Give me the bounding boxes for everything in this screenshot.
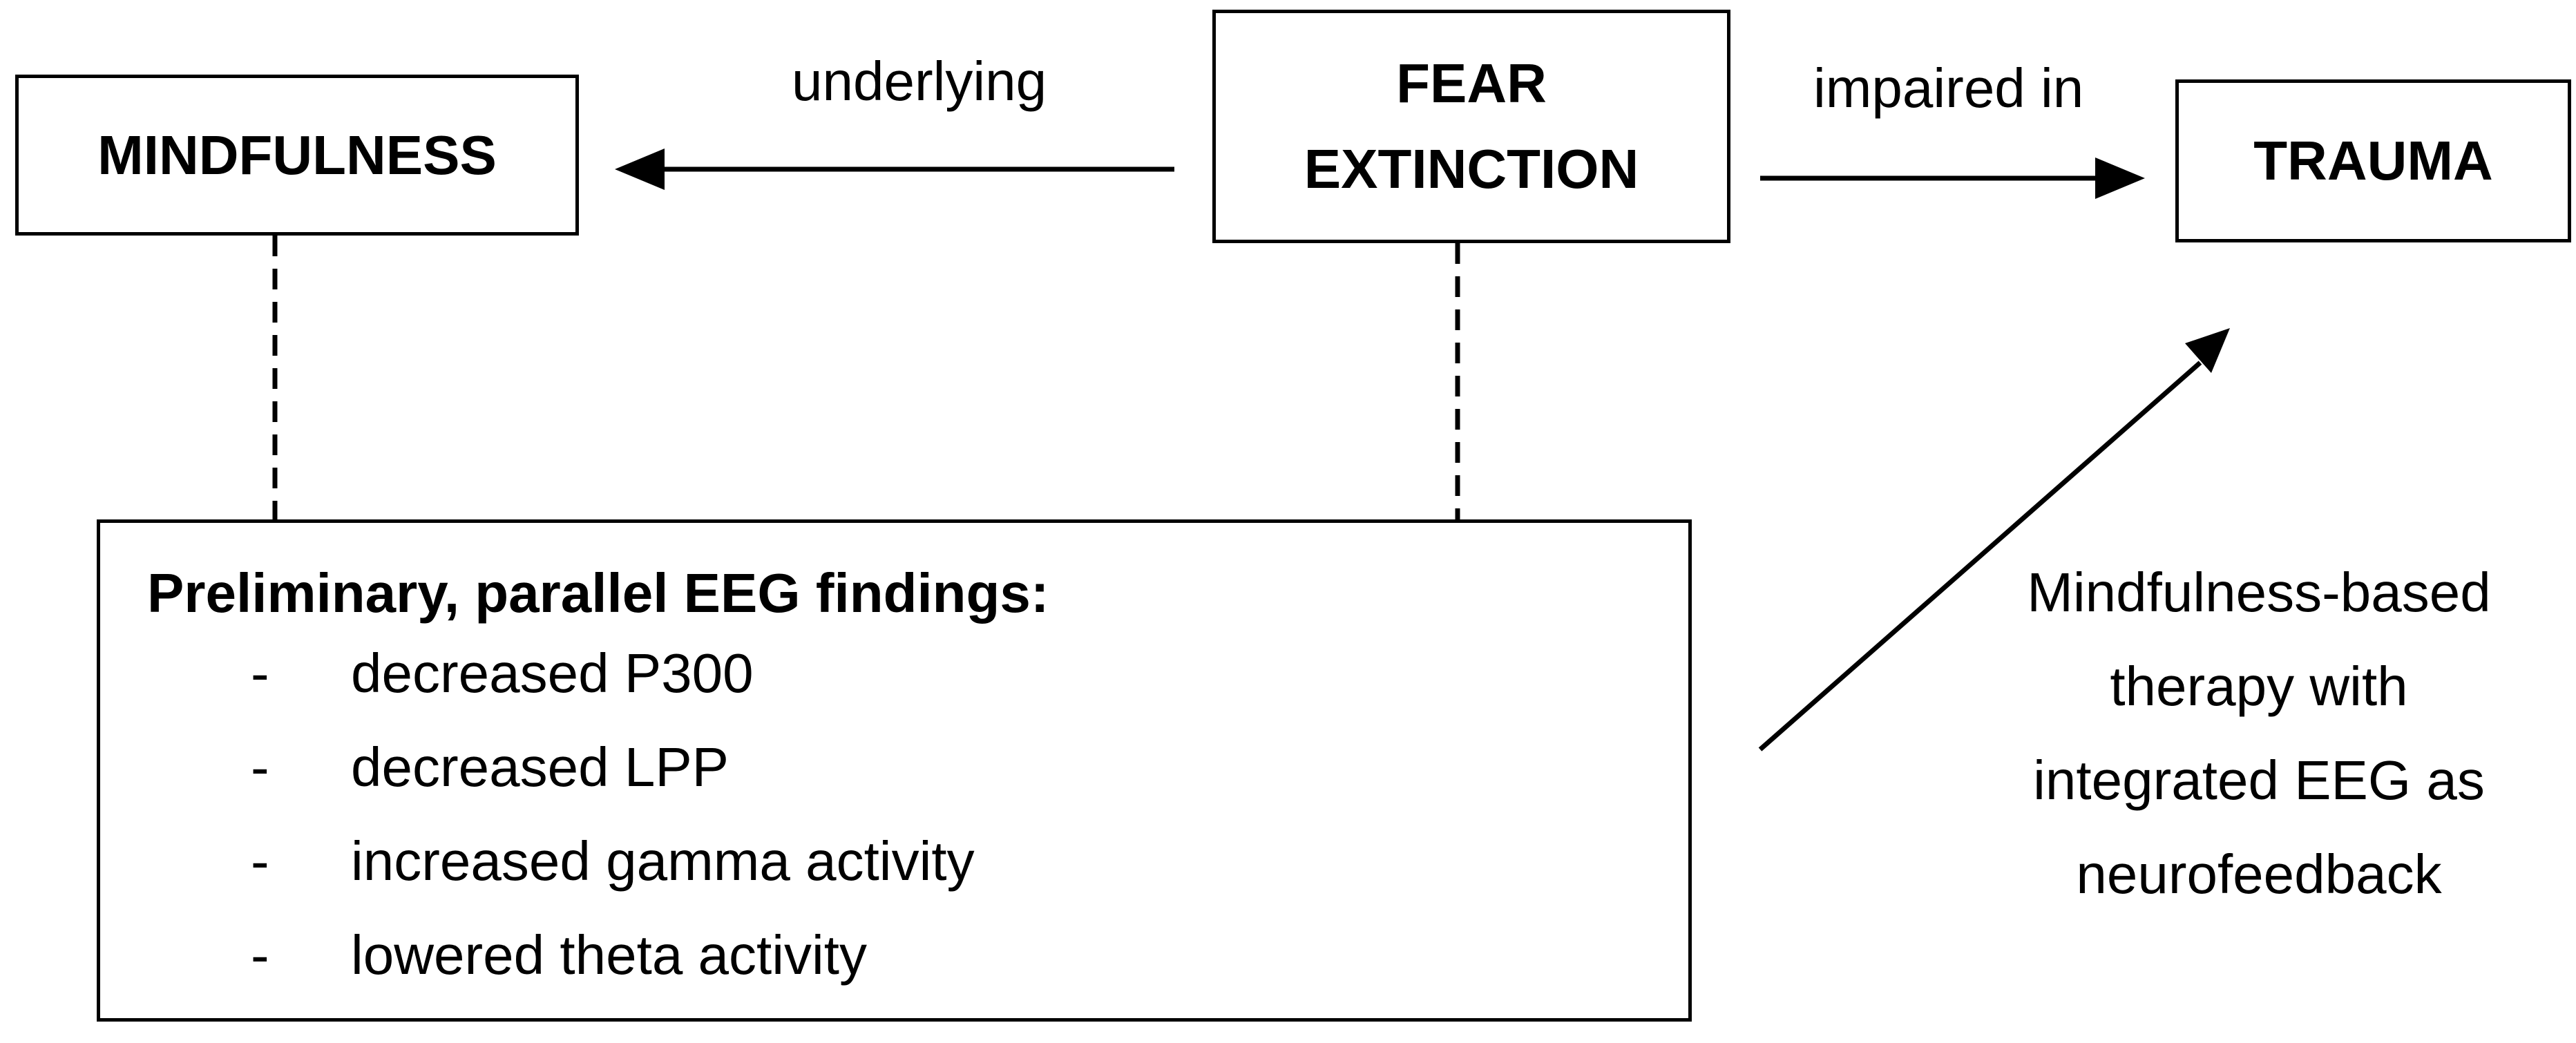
finding-text: decreased P300 (351, 642, 754, 704)
arrow-underlying (615, 149, 1174, 190)
eeg-findings-title: Preliminary, parallel EEG findings: (147, 562, 1049, 624)
trauma-box: TRAUMA (2175, 79, 2571, 242)
underlying-label: underlying (792, 50, 1047, 112)
eeg-findings-box: Preliminary, parallel EEG findings: - de… (97, 519, 1692, 1022)
list-bullet: - (251, 924, 269, 986)
fear-extinction-box: FEAR EXTINCTION (1212, 10, 1730, 243)
arrow-impaired-in (1760, 157, 2145, 199)
mindfulness-label: MINDFULNESS (97, 124, 497, 186)
trauma-label: TRAUMA (2253, 130, 2493, 191)
therapy-line-2: therapy with (2110, 656, 2408, 717)
therapy-line-4: neurofeedback (2076, 843, 2442, 905)
impaired-in-label: impaired in (1813, 57, 2084, 119)
mindfulness-box: MINDFULNESS (15, 75, 579, 236)
fear-extinction-label-line-2: EXTINCTION (1304, 138, 1639, 200)
list-bullet: - (251, 830, 269, 892)
arrow-therapy (1758, 328, 2230, 752)
list-bullet: - (251, 736, 269, 798)
finding-text: increased gamma activity (351, 830, 975, 892)
therapy-line-3: integrated EEG as (2033, 749, 2485, 811)
finding-text: lowered theta activity (351, 924, 868, 986)
finding-text: decreased LPP (351, 736, 729, 798)
therapy-description: Mindfulness-based therapy with integrate… (1996, 546, 2521, 921)
therapy-line-1: Mindfulness-based (2027, 562, 2491, 623)
fear-extinction-label-line-1: FEAR (1396, 52, 1547, 114)
list-bullet: - (251, 642, 269, 704)
